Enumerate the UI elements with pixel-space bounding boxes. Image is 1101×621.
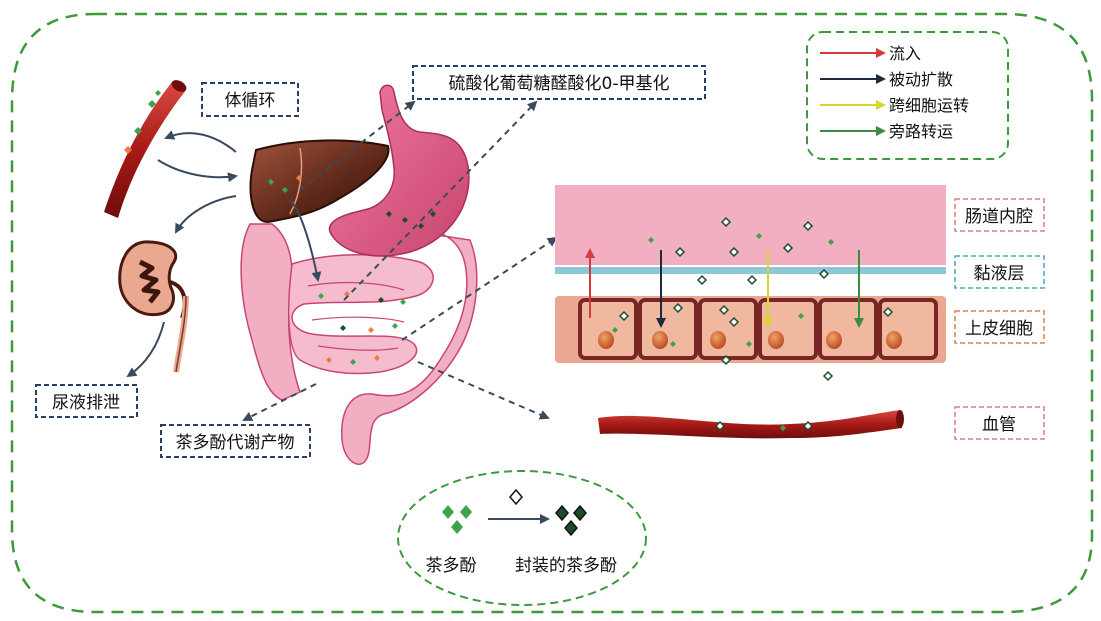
kidney-icon	[120, 242, 186, 372]
svg-text:体循环: 体循环	[225, 91, 276, 111]
svg-text:硫酸化葡萄糖醛酸化0-甲基化: 硫酸化葡萄糖醛酸化0-甲基化	[449, 74, 670, 94]
label-mucus-layer: 黏液层	[955, 256, 1044, 288]
mucus-layer	[555, 267, 946, 274]
label-intestinal-lumen: 肠道内腔	[955, 199, 1044, 231]
svg-text:被动扩散: 被动扩散	[889, 70, 953, 89]
label-blood-vessel: 血管	[955, 407, 1044, 439]
label-conjugation: 硫酸化葡萄糖醛酸化0-甲基化	[413, 66, 705, 99]
encapsulation-legend: 茶多酚 封装的茶多酚	[398, 471, 646, 605]
svg-text:血管: 血管	[982, 415, 1016, 435]
polyphenol-label: 茶多酚	[426, 556, 477, 576]
svg-text:黏液层: 黏液层	[974, 264, 1025, 284]
encapsulated-polyphenol-label: 封装的茶多酚	[515, 556, 617, 576]
panel-blood-vessel-icon	[598, 410, 904, 438]
svg-text:尿液排泄: 尿液排泄	[52, 393, 120, 413]
systemic-vessel-icon	[104, 78, 188, 218]
svg-text:上皮细胞: 上皮细胞	[965, 319, 1033, 339]
svg-text:茶多酚代谢产物: 茶多酚代谢产物	[176, 433, 295, 453]
label-systemic-circulation: 体循环	[202, 83, 298, 116]
svg-text:旁路转运: 旁路转运	[889, 122, 953, 141]
label-metabolites: 茶多酚代谢产物	[161, 425, 310, 457]
svg-text:流入: 流入	[889, 44, 921, 63]
legend: 流入 被动扩散 跨细胞运转 旁路转运	[807, 32, 1008, 159]
label-epithelial-cells: 上皮细胞	[955, 311, 1044, 343]
label-urine-excretion: 尿液排泄	[36, 385, 137, 417]
intestinal-lumen	[555, 185, 946, 265]
svg-text:跨细胞运转: 跨细胞运转	[889, 96, 969, 115]
svg-text:肠道内腔: 肠道内腔	[965, 207, 1033, 227]
